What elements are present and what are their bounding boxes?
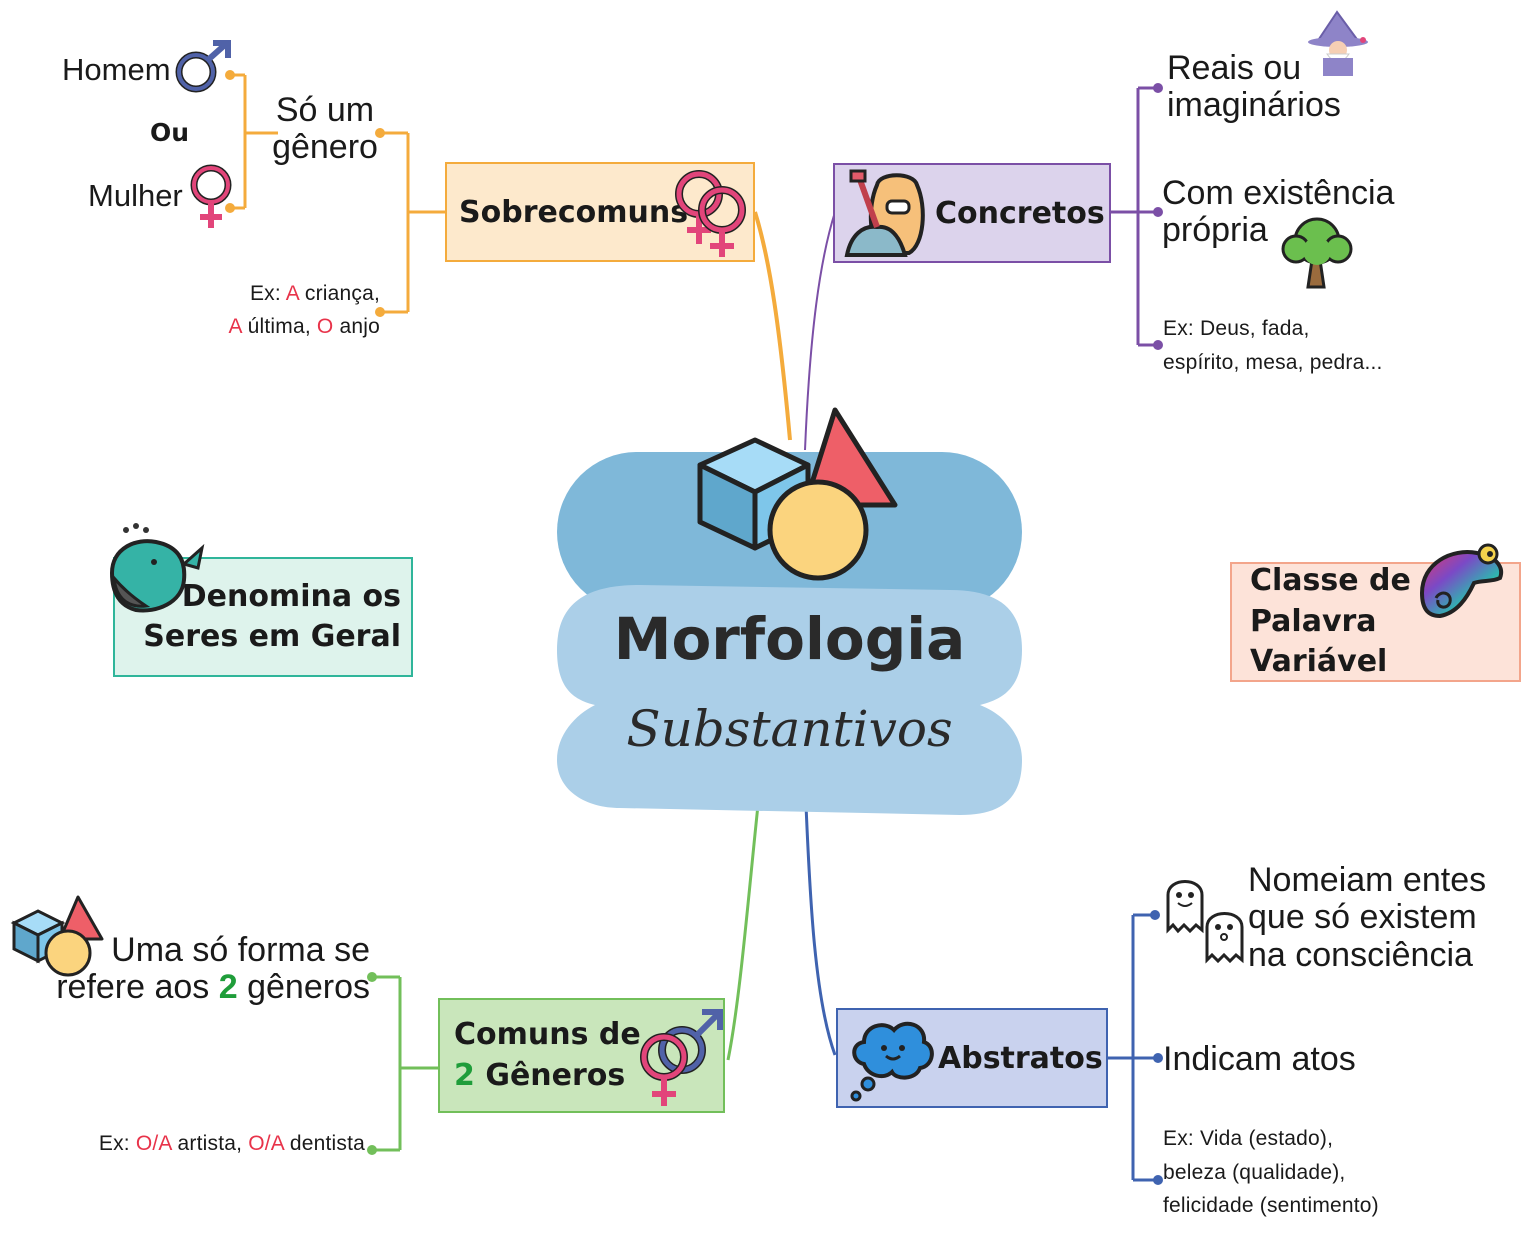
ex-word: anjo xyxy=(333,314,380,338)
nomeiam-text: Nomeiam entes que só existem na consciên… xyxy=(1248,861,1487,974)
node-sobrecomuns[interactable]: Sobrecomuns xyxy=(445,162,755,262)
tree-icon xyxy=(1281,217,1353,289)
forma-line2a: refere aos xyxy=(56,968,219,1007)
denomina-line1: Denomina os xyxy=(181,578,401,614)
thought-cloud-icon xyxy=(850,1021,934,1102)
node-concretos-label: Concretos xyxy=(935,195,1105,231)
ex-word: criança, xyxy=(298,282,380,305)
bracket-so-um xyxy=(230,73,278,210)
comuns-line1: Comuns de xyxy=(454,1017,641,1052)
connector-concretos xyxy=(804,211,836,451)
node-abstratos[interactable]: Abstratos xyxy=(836,1008,1108,1108)
central-title: Morfologia xyxy=(613,605,966,673)
sobrecomuns-example: Ex: A criança, A última, O anjo xyxy=(200,278,380,343)
homem-text: Homem xyxy=(62,52,171,87)
female-symbols-icon xyxy=(675,170,746,257)
central-subtitle: Substantivos xyxy=(626,700,953,758)
chameleon-icon xyxy=(1419,543,1503,619)
classe-line2: Palavra Variável xyxy=(1250,603,1388,680)
so-um-text: Só um xyxy=(275,91,375,129)
wizard-icon xyxy=(1308,10,1368,76)
male-icon xyxy=(175,40,231,93)
ex-line3: felicidade (sentimento) xyxy=(1163,1194,1379,1218)
forma-line2b: gêneros xyxy=(237,968,370,1007)
ghosts-icon xyxy=(1166,880,1244,964)
indicam-text: Indicam atos xyxy=(1163,1040,1356,1078)
ex-line2: espírito, mesa, pedra... xyxy=(1163,350,1383,374)
so-um-genero: Só um gênero xyxy=(270,91,380,167)
ou-text: Ou xyxy=(150,118,190,147)
connector-abstratos xyxy=(804,804,837,1056)
node-comuns-label: Comuns de 2 Gêneros xyxy=(454,1015,641,1096)
bracket-sobrecomuns xyxy=(380,131,445,314)
forma-number: 2 xyxy=(218,968,238,1007)
ex-article: A xyxy=(228,314,242,338)
ex-prefix: Ex: xyxy=(98,1132,136,1155)
ex-article: O/A xyxy=(135,1132,172,1155)
com-existencia-text: Com existência própria xyxy=(1162,174,1395,250)
nom-line2: que só existem xyxy=(1248,898,1477,937)
gender-symbols-icon xyxy=(640,1009,723,1106)
node-sobrecomuns-label: Sobrecomuns xyxy=(459,194,689,230)
ex-line1: Ex: Deus, fada, xyxy=(1163,317,1310,340)
nom-line1: Nomeiam entes xyxy=(1248,861,1487,899)
reais-text: Reais ou imaginários xyxy=(1167,49,1341,125)
node-comuns[interactable]: Comuns de 2 Gêneros xyxy=(438,998,725,1113)
ex-word: última, xyxy=(241,314,317,338)
mulher-text: Mulher xyxy=(88,178,183,213)
node-abstratos-label: Abstratos xyxy=(938,1040,1103,1076)
denomina-line2: Seres em Geral xyxy=(143,619,401,654)
ex-prefix: Ex: xyxy=(249,282,286,305)
female-icon xyxy=(190,164,232,228)
comuns-line2: Gêneros xyxy=(474,1057,626,1093)
reais-line1: Reais ou xyxy=(1167,49,1302,87)
com-line2: própria xyxy=(1162,211,1268,250)
bracket-comuns xyxy=(372,975,438,1152)
connector-sobrecomuns xyxy=(753,211,792,441)
denomina-text: Denomina os Seres em Geral xyxy=(143,577,401,658)
node-concretos[interactable]: Concretos xyxy=(833,163,1111,263)
com-line1: Com existência xyxy=(1162,174,1395,212)
sand-bag-icon xyxy=(844,169,925,257)
genero-text: gênero xyxy=(272,128,378,167)
concretos-example: Ex: Deus, fada, espírito, mesa, pedra... xyxy=(1163,312,1383,379)
forma-line1: Uma só forma se xyxy=(111,931,370,969)
geometry-small-icon xyxy=(10,895,104,977)
ex-line2: beleza (qualidade), xyxy=(1163,1160,1346,1184)
bracket-abstratos xyxy=(1108,913,1158,1182)
connector-comuns xyxy=(726,804,760,1061)
ex-word: dentista xyxy=(283,1132,365,1155)
reais-line2: imaginários xyxy=(1167,86,1341,125)
whale-icon xyxy=(109,523,205,613)
bracket-concretos xyxy=(1110,86,1158,347)
ex-article: O/A xyxy=(248,1132,284,1155)
abstratos-example: Ex: Vida (estado), beleza (qualidade), f… xyxy=(1163,1122,1379,1223)
ex-word: artista, xyxy=(171,1132,249,1155)
comuns-number: 2 xyxy=(454,1057,475,1093)
ex-article: A xyxy=(285,282,299,305)
comuns-example: Ex: O/A artista, O/A dentista xyxy=(40,1132,365,1156)
ex-article: O xyxy=(316,314,334,338)
classe-text: Classe de Palavra Variável xyxy=(1250,561,1519,683)
nom-line3: na consciência xyxy=(1248,935,1473,974)
geometry-icon xyxy=(697,407,898,581)
classe-line1: Classe de xyxy=(1250,563,1411,599)
ex-line1: Ex: Vida (estado), xyxy=(1163,1127,1334,1150)
uma-so-forma-text: Uma só forma se refere aos 2 gêneros xyxy=(48,931,370,1007)
